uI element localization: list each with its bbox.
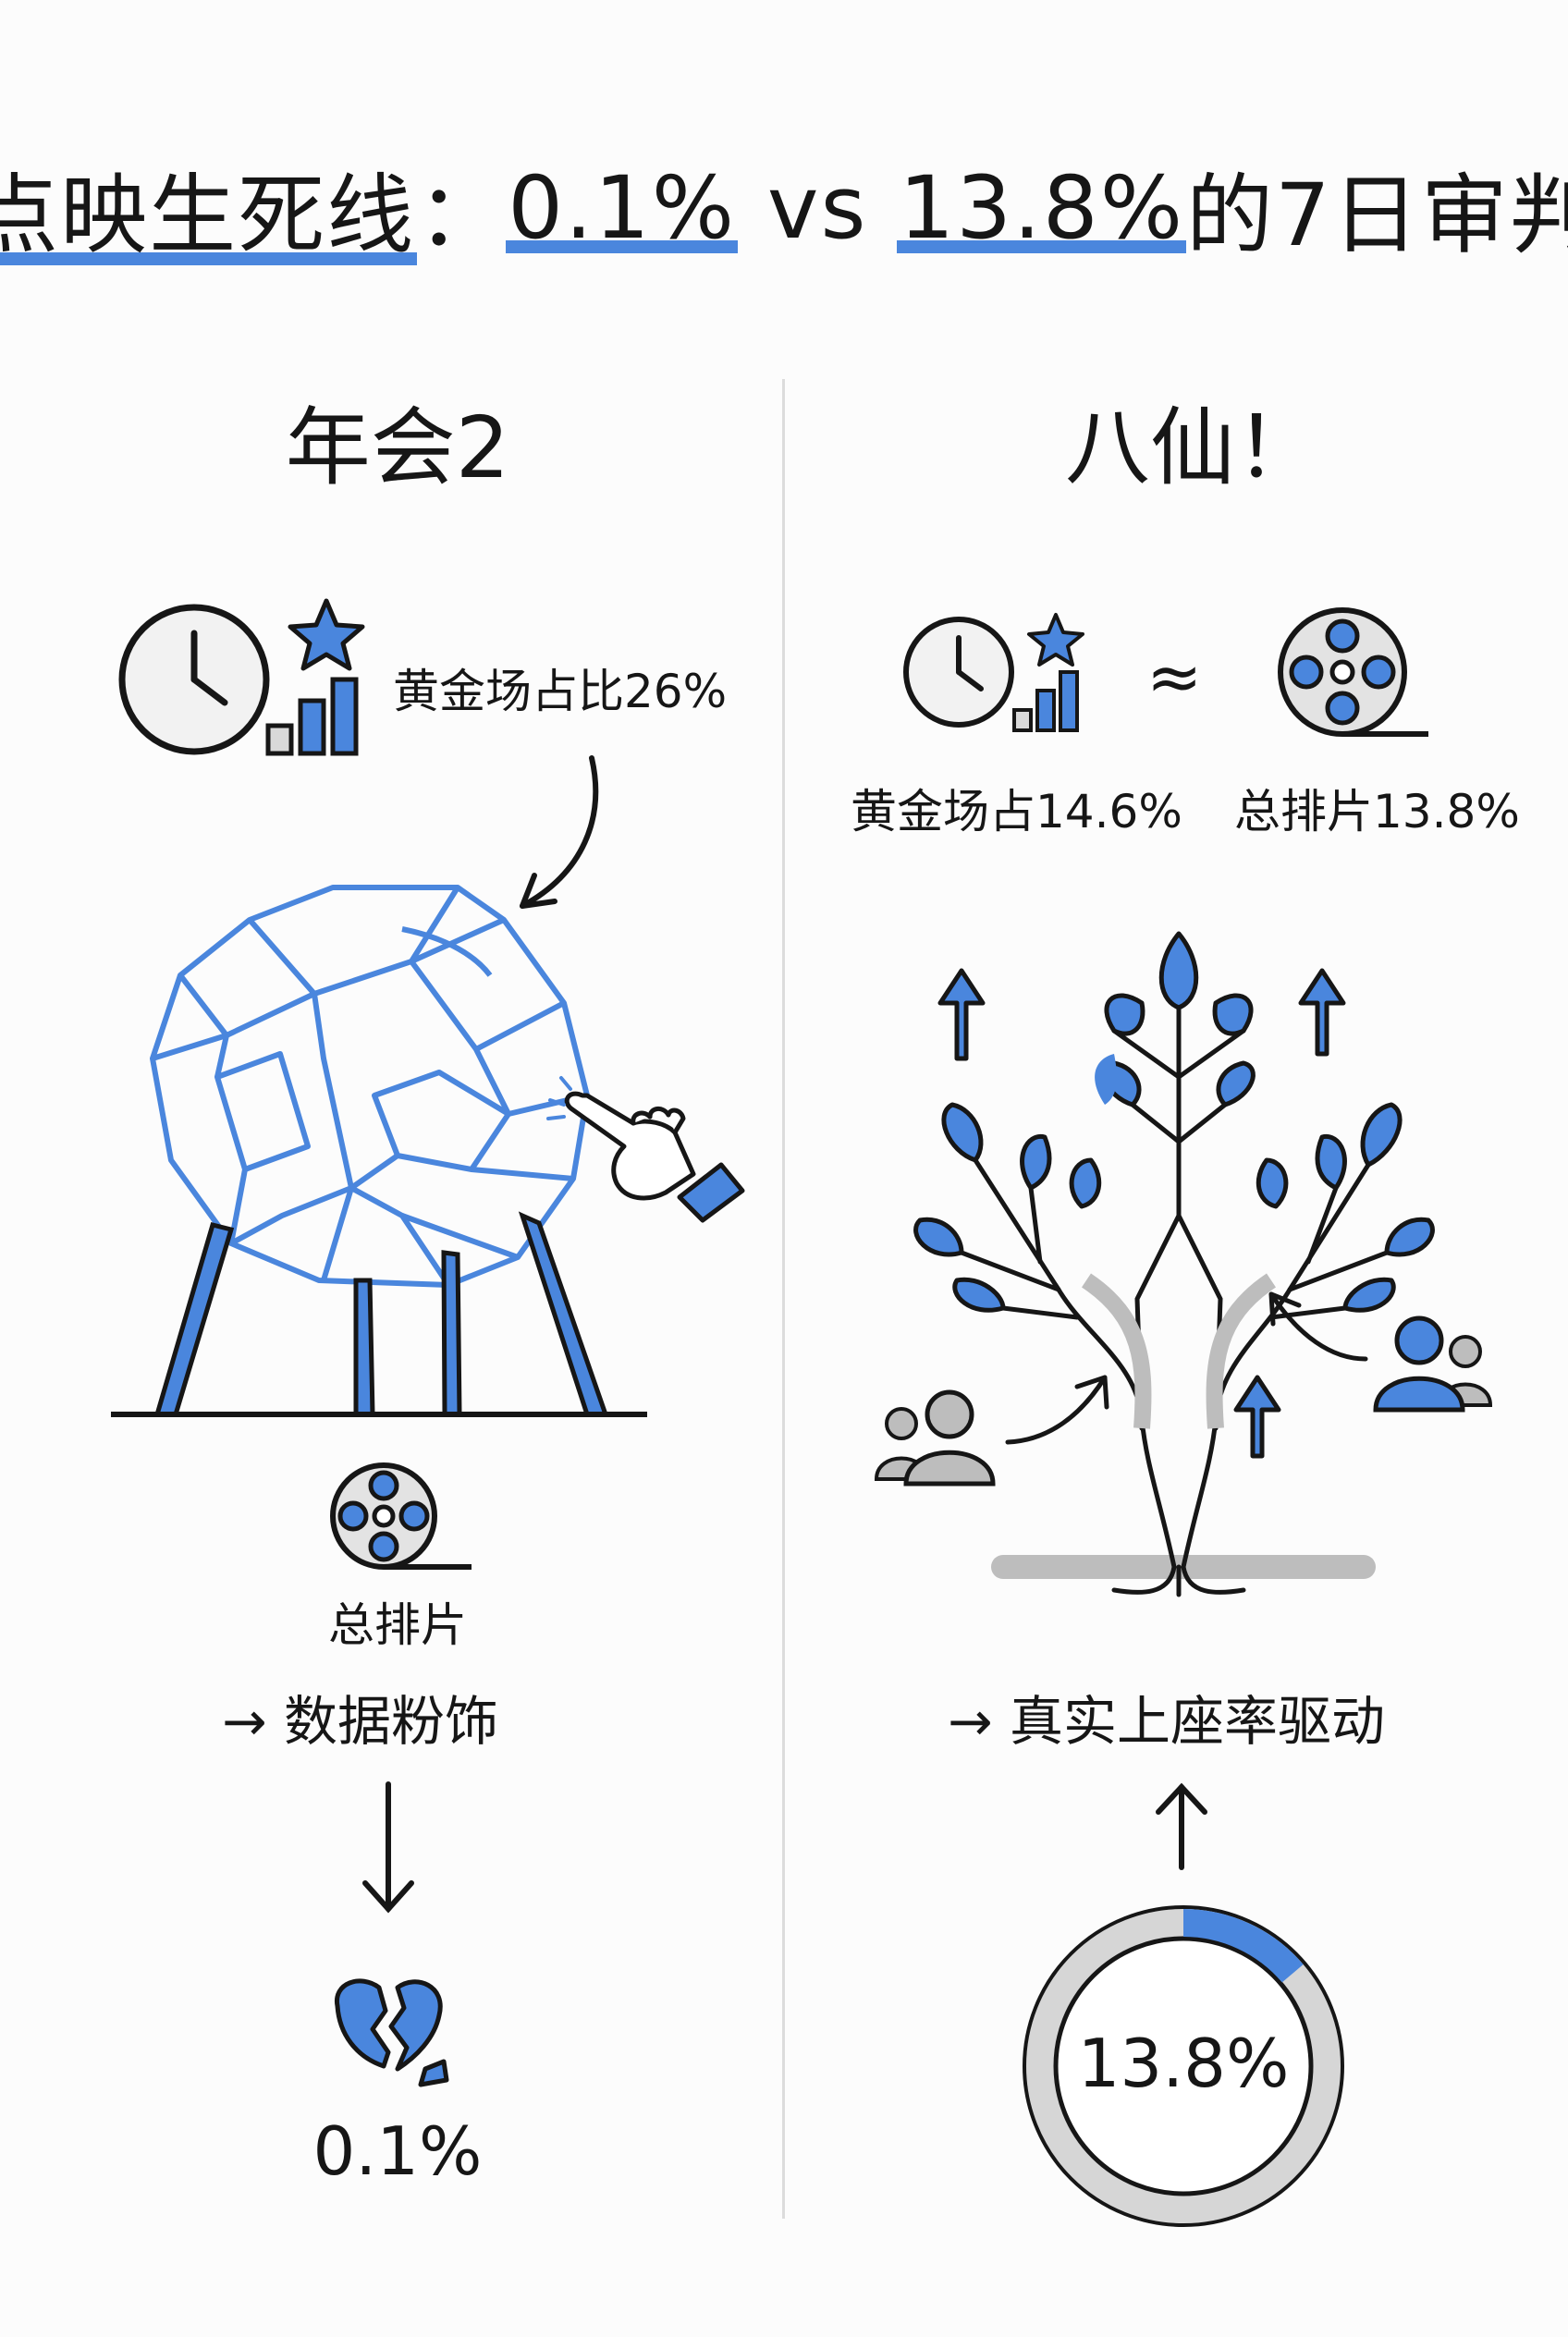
people-icon <box>874 1389 996 1487</box>
right-golden-icon-group <box>903 613 1084 732</box>
donut-ring-icon <box>1023 1905 1344 2227</box>
star-icon <box>1027 613 1084 667</box>
film-reel-icon <box>1278 607 1428 737</box>
left-film-reel-label: 总排片 <box>328 1598 467 1652</box>
bar-chart-icon <box>265 677 359 756</box>
right-golden-label: 黄金场占14.6% <box>851 785 1182 838</box>
title-vs: vs <box>738 157 898 259</box>
film-reel-icon <box>330 1462 472 1570</box>
pointing-hand-icon <box>546 1076 745 1223</box>
growing-tree-icon <box>913 931 1435 1597</box>
down-arrow-icon <box>362 1781 414 1914</box>
title-part-1: 点映生死线 <box>0 145 418 271</box>
ring-fill-arc <box>1182 1909 1304 1983</box>
bar-chart-icon <box>1012 670 1079 732</box>
star-icon <box>288 598 365 671</box>
broken-heart-icon <box>335 1978 449 2087</box>
title-value-right: 13.8% <box>897 157 1187 259</box>
clock-icon <box>118 604 270 755</box>
arrow-icon <box>1005 1375 1109 1445</box>
right-total-label: 总排片13.8% <box>1234 785 1520 838</box>
right-conclusion: → 真实上座率驱动 <box>948 1690 1386 1753</box>
left-conclusion: → 数据粉饰 <box>222 1690 499 1753</box>
left-golden-icon-group <box>118 598 365 756</box>
column-divider <box>782 379 785 2219</box>
right-heading: 八仙！ <box>1064 398 1320 497</box>
geodesic-dome-icon <box>111 885 647 1417</box>
up-arrow-icon <box>1156 1782 1207 1870</box>
arrow-icon <box>520 755 599 909</box>
title-value-left: 0.1% <box>506 157 739 259</box>
title-colon: ： <box>417 165 507 266</box>
title-part-4: 的7日审判 <box>1186 165 1568 266</box>
left-result-value: 0.1% <box>312 2112 483 2190</box>
ring-outer-edge <box>1023 1905 1344 2227</box>
arrow-icon <box>1268 1291 1368 1362</box>
ring-value-label: 13.8% <box>1077 2025 1290 2102</box>
clock-icon <box>903 617 1014 728</box>
left-golden-label: 黄金场占比26% <box>393 665 728 718</box>
page-title: 点映生死线 ： 0.1% vs 13.8% 的7日审判 <box>0 145 1568 271</box>
ring-inner-edge <box>1053 1936 1314 2196</box>
people-icon <box>1373 1315 1493 1413</box>
left-heading: 年会2 <box>285 398 510 497</box>
approx-sign: ≈ <box>1146 638 1203 716</box>
